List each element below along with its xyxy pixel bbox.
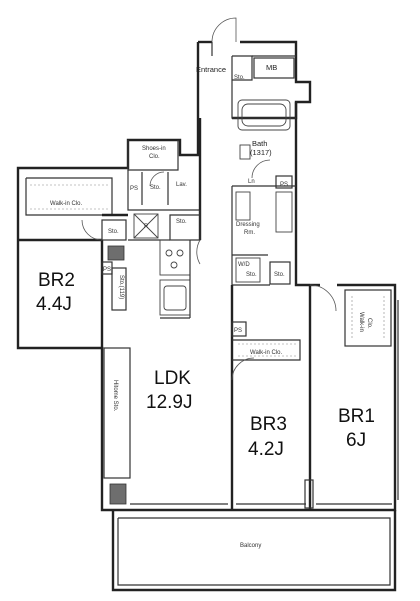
ps-label-bath: PS <box>280 182 288 188</box>
sto-label-lav: Sto. <box>150 185 161 191</box>
windows <box>130 300 399 505</box>
bath-size-label: (1317) <box>250 148 272 157</box>
br2-size-label: 4.4J <box>36 294 72 315</box>
shoes-in-label: Shoes-in <box>142 146 166 152</box>
ln-label: Ln <box>248 179 255 185</box>
mb-room <box>253 57 295 79</box>
balcony-label: Balcony <box>240 543 261 549</box>
walk-in-br3-label: Walk-in Clo. <box>250 350 282 356</box>
dressing-rm-label: Rm. <box>244 230 255 236</box>
ldk-side-storage-label: Hitome Sto. <box>112 380 118 412</box>
sto-label-hall: Sto. <box>176 219 187 225</box>
sto-label-dressing: Sto. <box>274 272 285 278</box>
sto-label-wd: Sto. <box>246 272 257 278</box>
ps-label-lav: PS <box>130 186 138 192</box>
sto-label-entrance: Sto. <box>234 75 245 81</box>
br2-name-label: BR2 <box>38 270 75 291</box>
shoes-in-clo-label: Clo. <box>149 154 160 160</box>
ldk-name-label: LDK <box>154 368 191 389</box>
bath-label: Bath <box>252 139 267 148</box>
labels: Entrance MB Sto. Bath (1317) Shoes-in Cl… <box>36 63 375 549</box>
walk-in-br2-label: Walk-in Clo. <box>50 201 82 207</box>
br1-size-label: 6J <box>346 430 366 451</box>
ps-label-br3: PS <box>234 328 242 334</box>
balcony <box>111 510 397 592</box>
wd-label: W/D <box>238 262 250 268</box>
dressing-label: Dressing <box>236 222 260 228</box>
entrance-label: Entrance <box>196 65 226 74</box>
closet-hatching <box>30 184 385 357</box>
sto-119-label: Sto.(119) <box>118 275 124 299</box>
br1-name-label: BR1 <box>338 406 375 427</box>
fridge-label: R <box>144 224 149 230</box>
ldk-size-label: 12.9J <box>146 392 192 413</box>
mb-label: MB <box>266 63 277 72</box>
walk-in-br1-label: Walk-in <box>358 312 364 332</box>
br3-size-label: 4.2J <box>248 439 284 460</box>
interior-walls <box>18 99 392 510</box>
sto-label-br2: Sto. <box>108 229 119 235</box>
doors <box>81 17 337 381</box>
walk-in-br1-clo-label: Clo. <box>366 318 372 329</box>
lav-label: Lav. <box>176 182 187 188</box>
ps-label-br2: PS <box>103 267 111 273</box>
br3-name-label: BR3 <box>250 414 287 435</box>
